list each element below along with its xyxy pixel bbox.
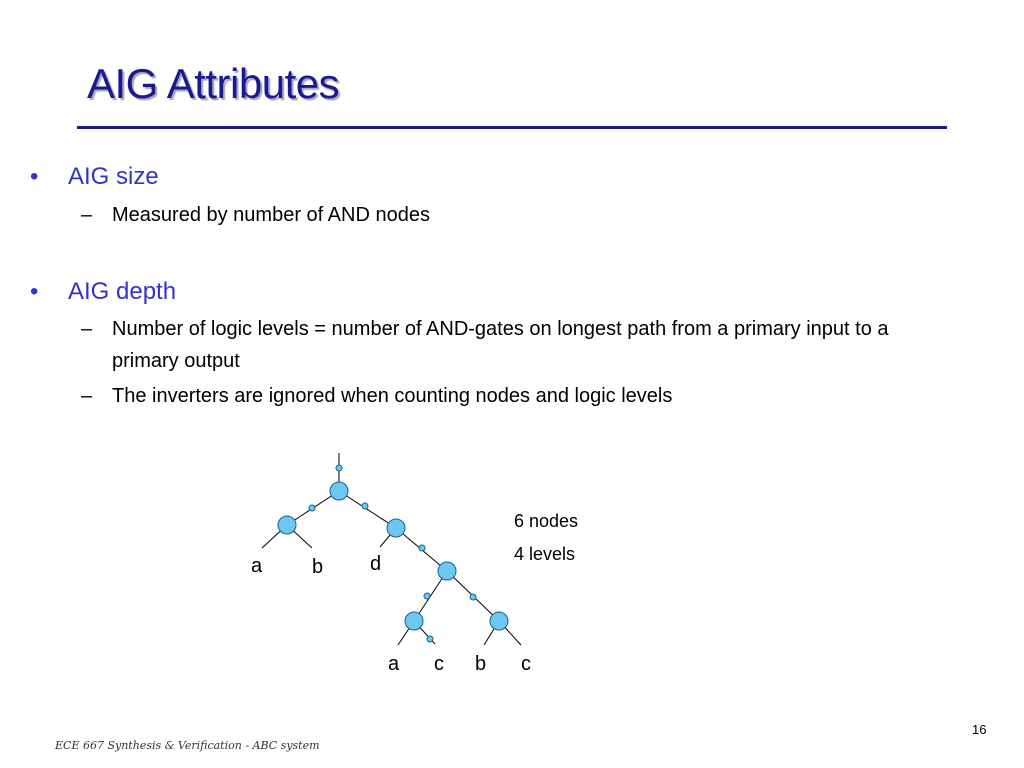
leaf-label-b: b xyxy=(475,653,486,675)
sub-marker: – xyxy=(81,318,93,340)
and-node xyxy=(437,561,457,581)
sub-bullet: – Measured by number of AND nodes xyxy=(81,204,430,227)
leaf-label-c: c xyxy=(434,653,444,675)
bullet-aig-size: • AIG size xyxy=(30,163,159,191)
leaf-label-a: a xyxy=(251,555,263,577)
inverter-bubble xyxy=(335,464,343,472)
and-node xyxy=(489,611,509,631)
inverter-bubble xyxy=(426,635,434,643)
edge xyxy=(338,490,397,529)
and-node xyxy=(386,518,406,538)
footer-course: ECE 667 Synthesis & Verification - ABC s… xyxy=(55,739,320,752)
inverter-bubble xyxy=(469,593,477,601)
inverter-bubbles xyxy=(308,464,477,643)
node-count-label: 6 nodes xyxy=(514,511,579,531)
bullet-marker: • xyxy=(30,163,39,190)
inverter-bubble xyxy=(423,592,431,600)
title-underline xyxy=(77,126,947,129)
inverter-bubble xyxy=(361,502,369,510)
leaf-label-b: b xyxy=(312,556,323,578)
page-number: 16 xyxy=(972,722,987,737)
sub-bullet: – Number of logic levels = number of AND… xyxy=(81,313,912,377)
bullet-aig-depth: • AIG depth xyxy=(30,278,176,306)
and-node xyxy=(404,611,424,631)
level-count-label: 4 levels xyxy=(514,544,576,564)
sub-bullet-text: Measured by number of AND nodes xyxy=(112,204,430,226)
leaf-label-d: d xyxy=(370,553,381,575)
bullet-marker: • xyxy=(30,278,39,305)
sub-bullet-text: Number of logic levels = number of AND-g… xyxy=(112,318,889,372)
sub-bullet-text: The inverters are ignored when counting … xyxy=(112,385,673,407)
tree-edges xyxy=(261,453,522,646)
sub-bullet: – The inverters are ignored when countin… xyxy=(81,385,672,408)
sub-marker: – xyxy=(81,204,93,226)
sub-marker: – xyxy=(81,385,93,407)
bullet-text: AIG size xyxy=(68,163,159,190)
inverter-bubble xyxy=(308,504,316,512)
slide-title: AIG Attributes xyxy=(87,60,340,107)
bullet-text: AIG depth xyxy=(68,278,177,305)
leaf-label-a: a xyxy=(388,653,400,675)
and-node-root xyxy=(329,481,349,501)
leaf-label-c: c xyxy=(521,653,531,675)
and-nodes xyxy=(277,481,509,631)
and-node xyxy=(277,515,297,535)
inverter-bubble xyxy=(418,544,426,552)
